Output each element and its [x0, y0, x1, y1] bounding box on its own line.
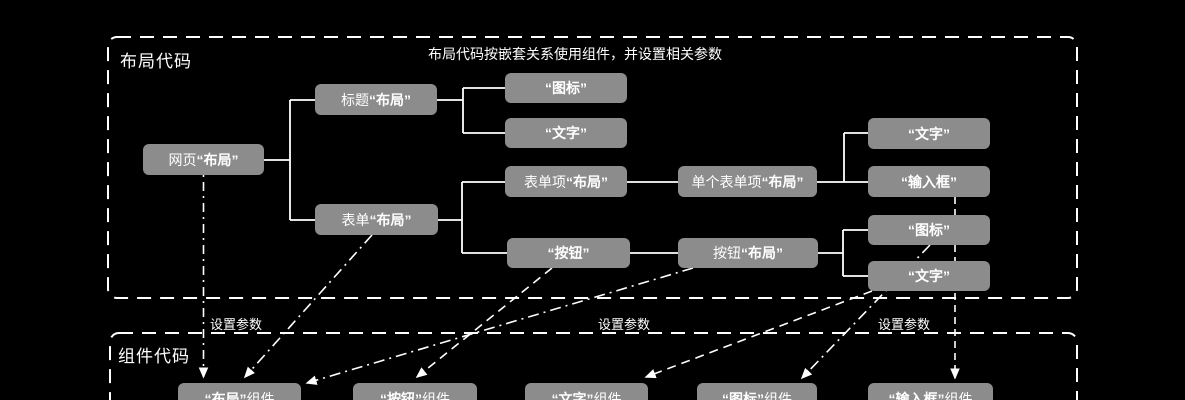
node-web-layout: 网页“布局” — [143, 144, 264, 175]
arrow-button-layout-to-layout-component — [305, 267, 694, 385]
node-form-item-layout: 表单项“布局” — [505, 166, 627, 197]
set-params-label-3: 设置参数 — [878, 317, 931, 332]
node-button: “按钮” — [507, 238, 630, 268]
arrow-text-to-text-component — [644, 290, 873, 379]
node-button-layout: 按钮“布局” — [678, 238, 818, 268]
component-box-input: “输入框”组件 — [868, 383, 993, 400]
node-text-right-2: “文字” — [868, 261, 990, 291]
node-input-box: “输入框” — [868, 166, 990, 197]
node-text-right-1: “文字” — [868, 118, 990, 149]
component-box-icon: “图标”组件 — [697, 383, 817, 400]
layout-code-section-label: 布局代码 — [120, 52, 192, 71]
component-box-layout: “布局”组件 — [178, 383, 301, 400]
component-code-section-border — [109, 332, 1078, 400]
layout-code-section-border — [107, 36, 1078, 299]
arrow-button-to-button-component — [415, 267, 553, 379]
component-box-button: “按钮”组件 — [353, 383, 477, 400]
node-icon-top: “图标” — [505, 73, 627, 103]
node-single-form-item-layout: 单个表单项“布局” — [678, 166, 817, 197]
component-code-section-label: 组件代码 — [118, 347, 190, 366]
set-params-label-2: 设置参数 — [598, 317, 651, 332]
node-icon-right: “图标” — [868, 215, 990, 245]
tree-connectors — [264, 87, 868, 277]
node-text-top: “文字” — [505, 118, 627, 148]
layout-code-annotation: 布局代码按嵌套关系使用组件，并设置相关参数 — [428, 46, 722, 62]
arrow-form-layout-to-layout-component — [243, 234, 373, 379]
node-title-layout: 标题“布局” — [315, 84, 437, 115]
component-box-text: “文字”组件 — [525, 383, 648, 400]
set-params-label-1: 设置参数 — [210, 317, 263, 332]
node-form-layout: 表单“布局” — [315, 204, 438, 235]
